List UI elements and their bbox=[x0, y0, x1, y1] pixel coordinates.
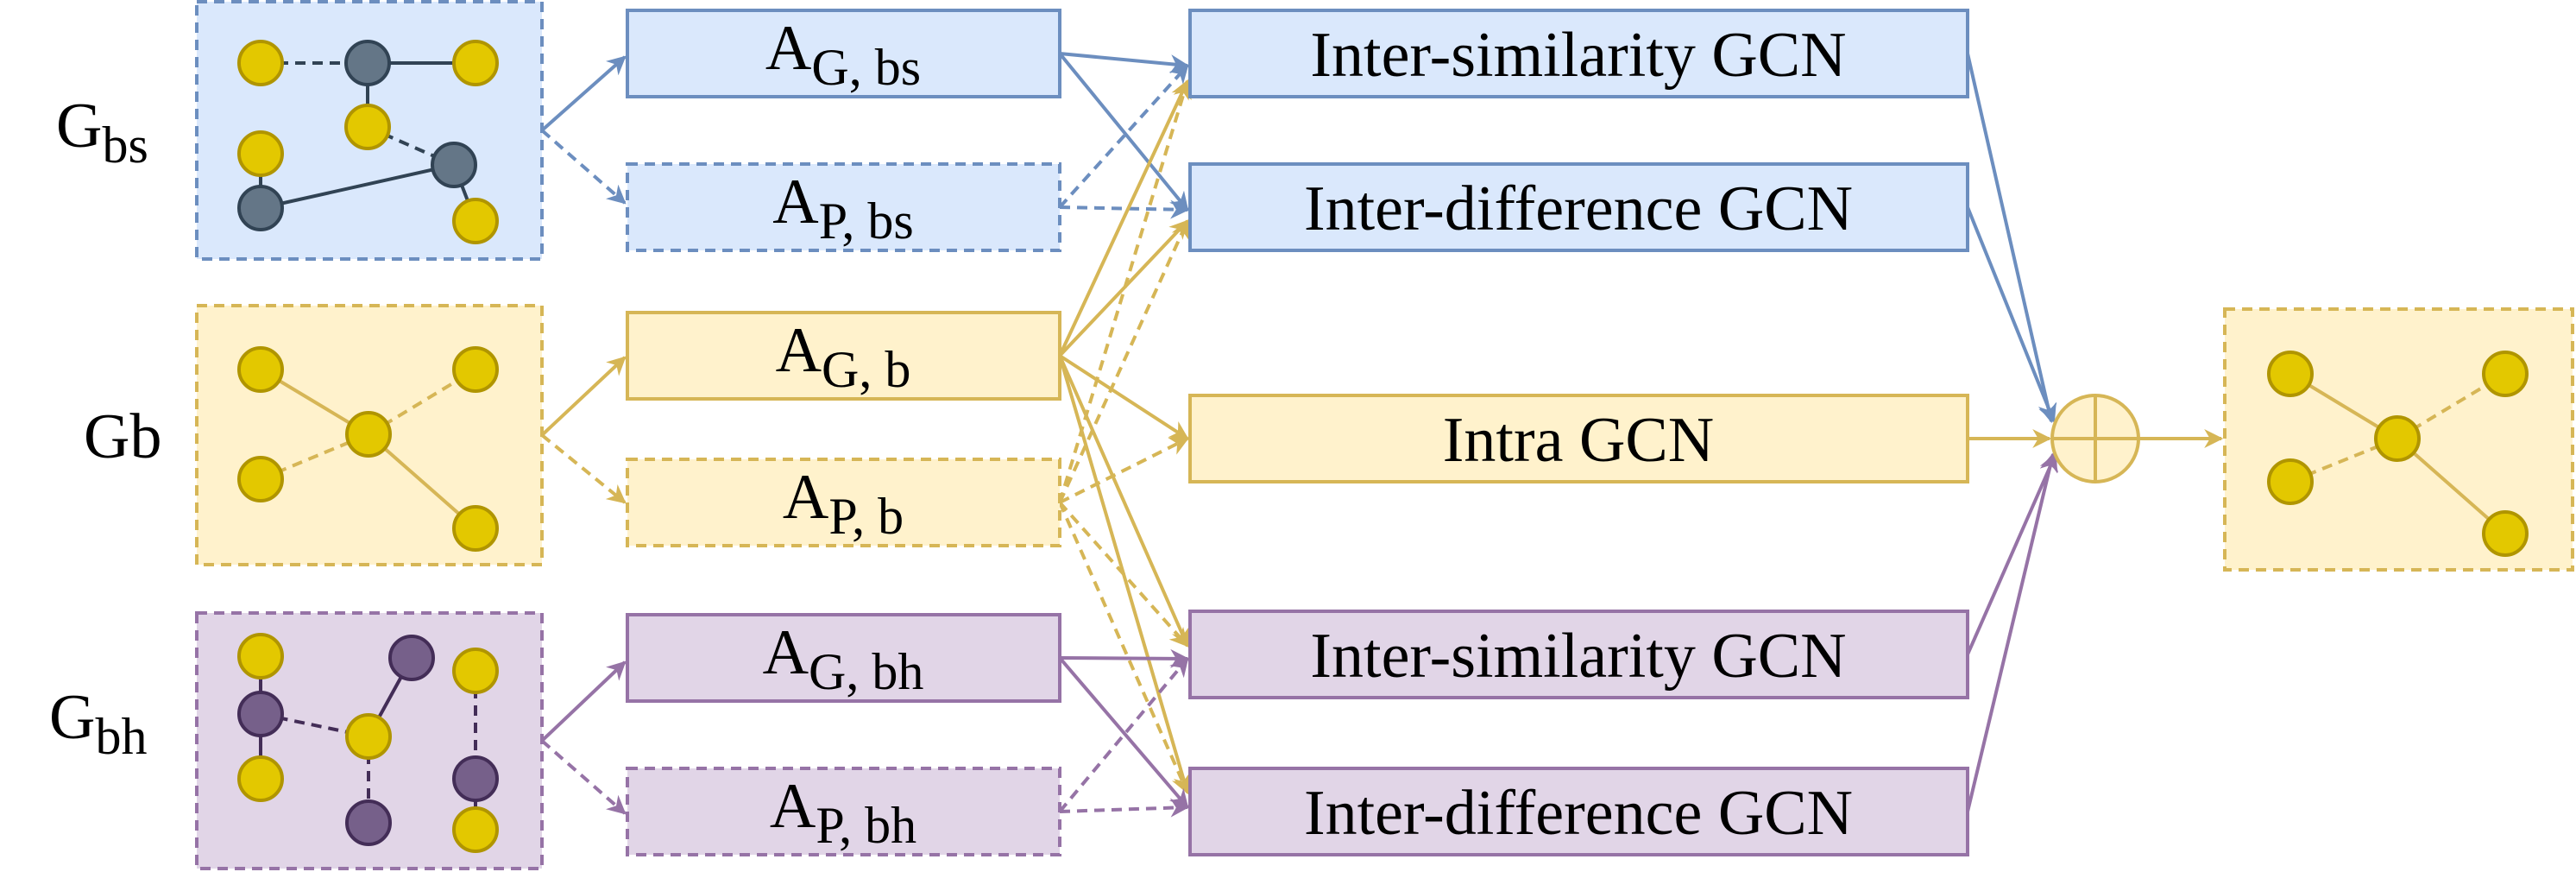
matrix-ag-bs: AG, bs bbox=[626, 9, 1061, 98]
matrix-ap-bh: AP, bh bbox=[626, 767, 1061, 856]
svg-text:Inter-similarity GCN: Inter-similarity GCN bbox=[1310, 20, 1846, 91]
gcn-to-sum-edges bbox=[1966, 53, 2059, 812]
svg-text:AG, b: AG, b bbox=[776, 315, 911, 398]
svg-text:Inter-difference GCN: Inter-difference GCN bbox=[1304, 174, 1853, 244]
gcn-inter-difference-bh: Inter-difference GCN bbox=[1188, 767, 1969, 856]
gcn-inter-similarity-bh: Inter-similarity GCN bbox=[1188, 610, 1969, 699]
graph-to-matrix-edges bbox=[540, 55, 627, 815]
output-graph bbox=[2223, 307, 2574, 572]
graph-bh bbox=[195, 611, 544, 870]
graph-label-b: Gb bbox=[84, 401, 161, 472]
matrix-to-gcn-edges bbox=[1058, 52, 1192, 818]
graph-b bbox=[195, 304, 544, 566]
gcn-inter-similarity-bs: Inter-similarity GCN bbox=[1188, 9, 1969, 98]
gcn-intra: Intra GCN bbox=[1188, 394, 1969, 483]
matrix-ag-b: AG, b bbox=[626, 311, 1061, 401]
svg-text:Intra GCN: Intra GCN bbox=[1443, 405, 1714, 476]
svg-text:AP, b: AP, b bbox=[783, 462, 904, 545]
svg-text:Inter-similarity GCN: Inter-similarity GCN bbox=[1310, 621, 1846, 692]
gcn-inter-difference-bs: Inter-difference GCN bbox=[1188, 162, 1969, 252]
svg-text:AP, bs: AP, bs bbox=[772, 167, 914, 250]
matrix-ag-bh: AG, bh bbox=[626, 613, 1061, 703]
matrix-ap-bs: AP, bs bbox=[626, 162, 1061, 252]
sum-operator-icon bbox=[2050, 394, 2140, 483]
matrix-ap-b: AP, b bbox=[626, 458, 1061, 547]
svg-text:AG, bh: AG, bh bbox=[763, 617, 924, 700]
graph-bs bbox=[195, 0, 544, 261]
svg-text:AG, bs: AG, bs bbox=[765, 13, 921, 96]
svg-text:AP, bh: AP, bh bbox=[770, 771, 916, 854]
svg-text:Inter-difference GCN: Inter-difference GCN bbox=[1304, 778, 1853, 849]
graph-label-bs: Gbs bbox=[56, 91, 148, 174]
graph-label-bh: Gbh bbox=[49, 682, 147, 765]
